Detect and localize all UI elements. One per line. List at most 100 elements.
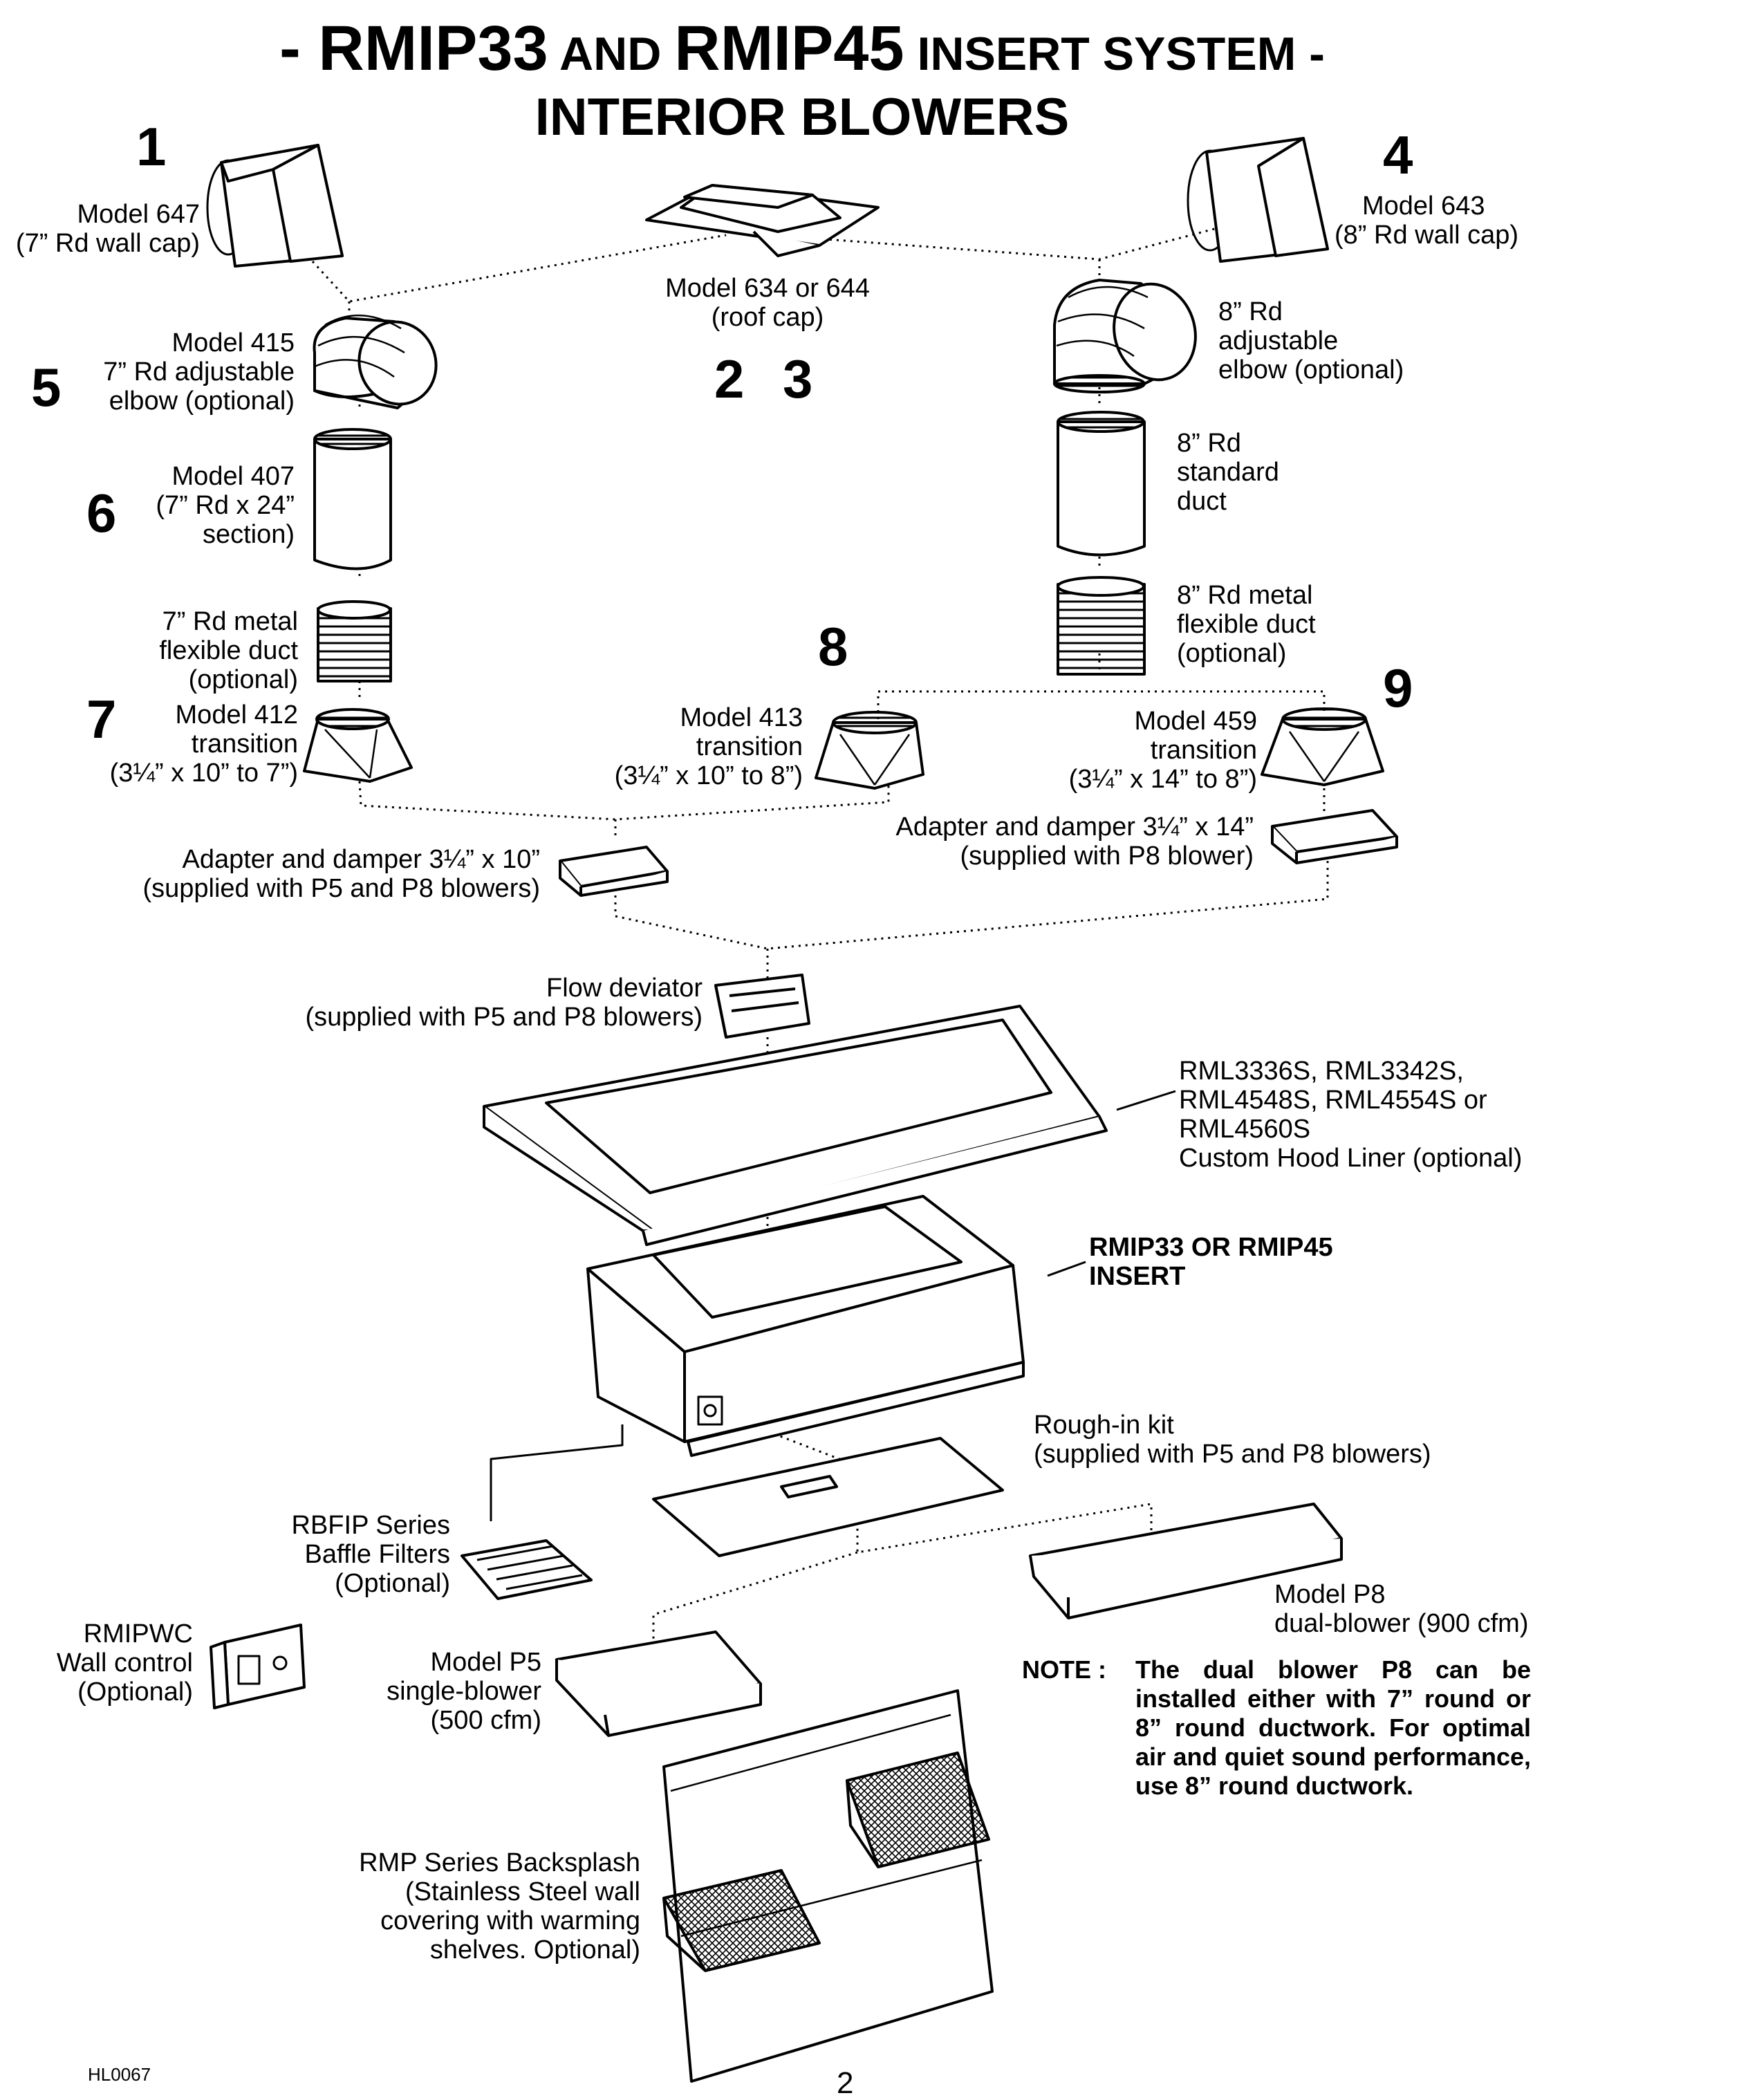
note-label: NOTE : [1022,1655,1106,1684]
label-line: elbow (optional) [1218,355,1404,384]
baffle-filter-drawing [461,1539,593,1600]
callout-number-5: 5 [31,357,62,418]
label-line: (supplied with P5 and P8 blowers) [142,874,540,903]
label-model-634: Model 634 or 644 (roof cap) [653,274,882,332]
hood-liner-drawing [483,1005,1108,1246]
label-line: standard [1177,458,1279,487]
title-part: - RMIP33 [279,13,548,84]
label-line: (Optional) [77,1678,193,1707]
elbow-8-drawing [1053,279,1197,393]
label-line: 8” Rd metal [1177,581,1313,610]
label-line: RML4548S, RML4554S or [1179,1086,1487,1115]
label-line: 7” Rd metal [162,607,298,636]
label-line: Baffle Filters [304,1540,450,1569]
label-line: (3¼” x 10” to 7”) [109,759,298,788]
label-line: (supplied with P8 blower) [960,842,1254,871]
label-baffle-filters: RBFIP Series Baffle Filters (Optional) [292,1511,450,1598]
label-line: 7” Rd adjustable [103,357,295,387]
label-line: Model 407 [171,462,295,491]
label-line: Model 459 [1134,707,1257,736]
label-elbow-8: 8” Rd adjustable elbow (optional) [1218,297,1404,384]
callout-number-7: 7 [86,689,117,750]
label-line: RML3336S, RML3342S, [1179,1057,1464,1086]
title-part: INSERT SYSTEM - [904,28,1325,80]
label-line: (7” Rd x 24” [156,491,295,520]
callout-number-8: 8 [818,616,848,677]
label-line: adjustable [1218,326,1339,355]
label-line: shelves. Optional) [429,1935,640,1964]
label-model-647: Model 647 (7” Rd wall cap) [16,200,200,258]
elbow-7-drawing [313,315,438,409]
label-line: single-blower [387,1677,541,1706]
p5-blower-drawing [555,1630,762,1737]
label-line: RBFIP Series [291,1511,450,1540]
wall-control-drawing [210,1624,306,1709]
duct-7-drawing [313,428,392,570]
label-line: 8” Rd [1177,429,1241,458]
callout-number-4: 4 [1383,124,1413,185]
label-model-459: Model 459 transition (3¼” x 14” to 8”) [1069,707,1257,794]
callout-number-1: 1 [136,116,167,177]
label-line: duct [1177,487,1227,516]
label-line: (8” Rd wall cap) [1335,221,1519,250]
duct-8-drawing [1057,411,1146,557]
label-line: RMIPWC [83,1619,193,1648]
page-number: 2 [837,2066,854,2100]
label-line: Flow deviator [546,974,703,1003]
insert-drawing [490,1195,1025,1521]
label-line: RML4560S [1179,1115,1311,1144]
page-subtitle: INTERIOR BLOWERS [534,88,1070,147]
label-flex-7: 7” Rd metal flexible duct (optional) [159,607,298,694]
label-line: transition [191,730,298,759]
callout-number-3: 3 [783,349,813,409]
label-line: Model 634 or 644 [665,274,870,303]
label-line: Model P8 [1274,1580,1386,1609]
document-code: HL0067 [88,2064,151,2085]
label-hood-liner: RML3336S, RML3342S, RML4548S, RML4554S o… [1179,1057,1522,1173]
adapter-14-drawing [1271,809,1398,864]
label-model-415: Model 415 7” Rd adjustable elbow (option… [103,328,295,416]
label-model-643: Model 643 (8” Rd wall cap) [1335,192,1518,250]
callout-number-9: 9 [1383,658,1413,718]
label-line: transition [696,732,803,761]
label-insert: RMIP33 OR RMIP45 INSERT [1089,1233,1333,1291]
label-adapter-14: Adapter and damper 3¼” x 14” (supplied w… [895,812,1254,871]
label-line: Custom Hood Liner (optional) [1179,1144,1523,1173]
transition-412-drawing [303,708,413,783]
backsplash-drawing [662,1689,994,2083]
label-line: Adapter and damper 3¼” x 14” [895,812,1254,842]
label-line: (supplied with P5 and P8 blowers) [305,1003,703,1032]
label-line: (Optional) [335,1569,450,1598]
label-model-412: Model 412 transition (3¼” x 10” to 7”) [110,700,298,788]
label-line: covering with warming [380,1906,640,1935]
label-model-p8: Model P8 dual-blower (900 cfm) [1274,1580,1528,1638]
label-line: Model 413 [680,703,803,732]
label-duct-8: 8” Rd standard duct [1177,429,1279,516]
label-line: (roof cap) [711,303,824,332]
label-line: Model 415 [171,328,295,357]
note-text: The dual blower P8 can be installed eith… [1135,1655,1531,1800]
title-part: RMIP45 [674,13,904,84]
flex-duct-7-drawing [317,600,392,682]
label-model-p5: Model P5 single-blower (500 cfm) [387,1648,541,1735]
leader-lines [1047,1090,1176,1277]
label-line: section) [202,520,295,549]
label-line: Model 412 [175,700,298,730]
label-line: (supplied with P5 and P8 blowers) [1034,1440,1431,1469]
p8-blower-drawing [1029,1503,1343,1619]
label-line: dual-blower (900 cfm) [1274,1609,1529,1638]
rough-in-kit-drawing [652,1437,1004,1557]
label-line: Adapter and damper 3¼” x 10” [182,845,540,874]
label-wall-control: RMIPWC Wall control (Optional) [57,1619,193,1707]
label-line: Model P5 [430,1648,541,1677]
label-line: (Stainless Steel wall [405,1877,640,1906]
label-adapter-10: Adapter and damper 3¼” x 10” (supplied w… [142,845,540,903]
label-model-407: Model 407 (7” Rd x 24” section) [156,462,295,549]
label-line: (7” Rd wall cap) [15,229,200,258]
label-line: (3¼” x 14” to 8”) [1068,765,1257,794]
label-line: (500 cfm) [430,1706,541,1735]
label-line: INSERT [1089,1262,1186,1291]
wall-cap-8-drawing [1187,137,1329,263]
transition-459-drawing [1261,707,1384,786]
